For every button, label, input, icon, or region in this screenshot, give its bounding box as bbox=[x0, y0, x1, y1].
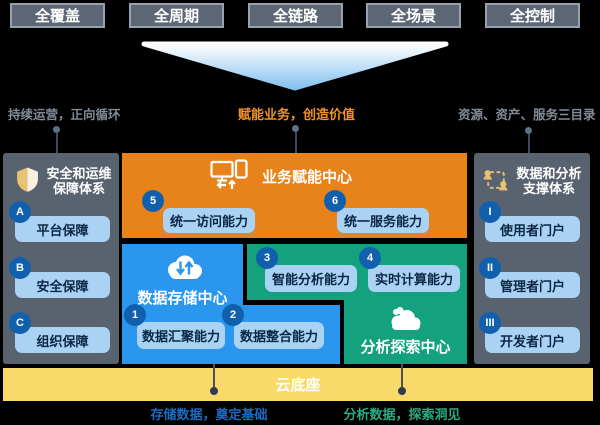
connector-dot bbox=[398, 387, 406, 395]
storage-center-title: 数据存储中心 bbox=[137, 290, 228, 307]
badge-i: I bbox=[479, 201, 501, 223]
analysis-center-title: 分析探索中心 bbox=[360, 339, 451, 356]
tab-full-control[interactable]: 全控制 bbox=[485, 3, 580, 28]
connector-dot bbox=[53, 126, 60, 133]
label-store-data: 存储数据，奠定基础 bbox=[150, 407, 268, 422]
badge-iii: III bbox=[479, 312, 501, 334]
badge-5: 5 bbox=[142, 190, 164, 212]
connector-line bbox=[401, 364, 403, 389]
developer-portal-button[interactable]: 开发者门户 bbox=[485, 327, 580, 353]
tab-full-link[interactable]: 全链路 bbox=[248, 3, 343, 28]
unified-access-button[interactable]: 统一访问能力 bbox=[163, 208, 255, 233]
org-guarantee-button[interactable]: 组织保障 bbox=[15, 327, 110, 353]
user-portal-button[interactable]: 使用者门户 bbox=[485, 216, 580, 242]
connector-line bbox=[295, 132, 297, 153]
devices-sync-icon bbox=[210, 159, 248, 189]
business-enablement-center: 业务赋能中心 5 统一访问能力 6 统一服务能力 bbox=[122, 153, 467, 238]
platform-guarantee-button[interactable]: 平台保障 bbox=[15, 216, 110, 242]
badge-6: 6 bbox=[324, 190, 346, 212]
badge-a: A bbox=[9, 201, 31, 223]
badge-3: 3 bbox=[256, 247, 278, 269]
data-integration-button[interactable]: 数据整合能力 bbox=[234, 322, 324, 349]
tab-full-coverage[interactable]: 全覆盖 bbox=[10, 3, 105, 28]
security-ops-panel: 安全和运维 保障体系 A 平台保障 B 安全保障 C 组织保障 bbox=[3, 153, 119, 364]
badge-ii: II bbox=[479, 257, 501, 279]
shield-icon bbox=[17, 167, 38, 192]
connector-line bbox=[213, 364, 215, 389]
badge-2: 2 bbox=[222, 304, 244, 326]
data-aggregation-button[interactable]: 数据汇聚能力 bbox=[137, 322, 225, 349]
cloud-icon bbox=[391, 307, 421, 330]
connector-line bbox=[528, 134, 530, 153]
business-center-title: 业务赋能中心 bbox=[262, 169, 353, 186]
label-continuous-operation: 持续运营，正向循环 bbox=[8, 108, 121, 122]
intelligent-analysis-button[interactable]: 智能分析能力 bbox=[265, 265, 357, 292]
cloud-base-bar: 云底座 bbox=[3, 368, 593, 401]
connector-dot bbox=[210, 387, 218, 395]
connector-dot bbox=[292, 125, 299, 132]
unified-service-button[interactable]: 统一服务能力 bbox=[337, 208, 429, 233]
connector-line bbox=[56, 133, 58, 153]
cloud-sync-icon bbox=[168, 255, 202, 279]
badge-b: B bbox=[9, 257, 31, 279]
badge-4: 4 bbox=[359, 247, 381, 269]
tab-full-cycle[interactable]: 全周期 bbox=[129, 3, 224, 28]
tab-full-scenario[interactable]: 全场景 bbox=[366, 3, 461, 28]
connector-dot bbox=[525, 127, 532, 134]
badge-1: 1 bbox=[124, 304, 146, 326]
badge-c: C bbox=[9, 312, 31, 334]
cloud-base-label: 云底座 bbox=[275, 377, 321, 394]
realtime-computing-button[interactable]: 实时计算能力 bbox=[368, 265, 460, 292]
data-analytics-support-panel: 数据和分析 支撑体系 I 使用者门户 II 管理者门户 III 开发者门户 bbox=[474, 153, 590, 364]
funnel-arrow bbox=[141, 41, 449, 91]
label-three-catalogs: 资源、资产、服务三目录 bbox=[458, 108, 596, 122]
security-guarantee-button[interactable]: 安全保障 bbox=[15, 272, 110, 298]
users-frame-icon bbox=[483, 170, 508, 191]
label-analyze-data: 分析数据，探索洞见 bbox=[343, 407, 461, 422]
admin-portal-button[interactable]: 管理者门户 bbox=[485, 272, 580, 298]
panel-title: 安全和运维 保障体系 bbox=[46, 166, 112, 196]
panel-title: 数据和分析 支撑体系 bbox=[516, 166, 582, 196]
label-enable-business: 赋能业务，创造价值 bbox=[238, 107, 356, 122]
